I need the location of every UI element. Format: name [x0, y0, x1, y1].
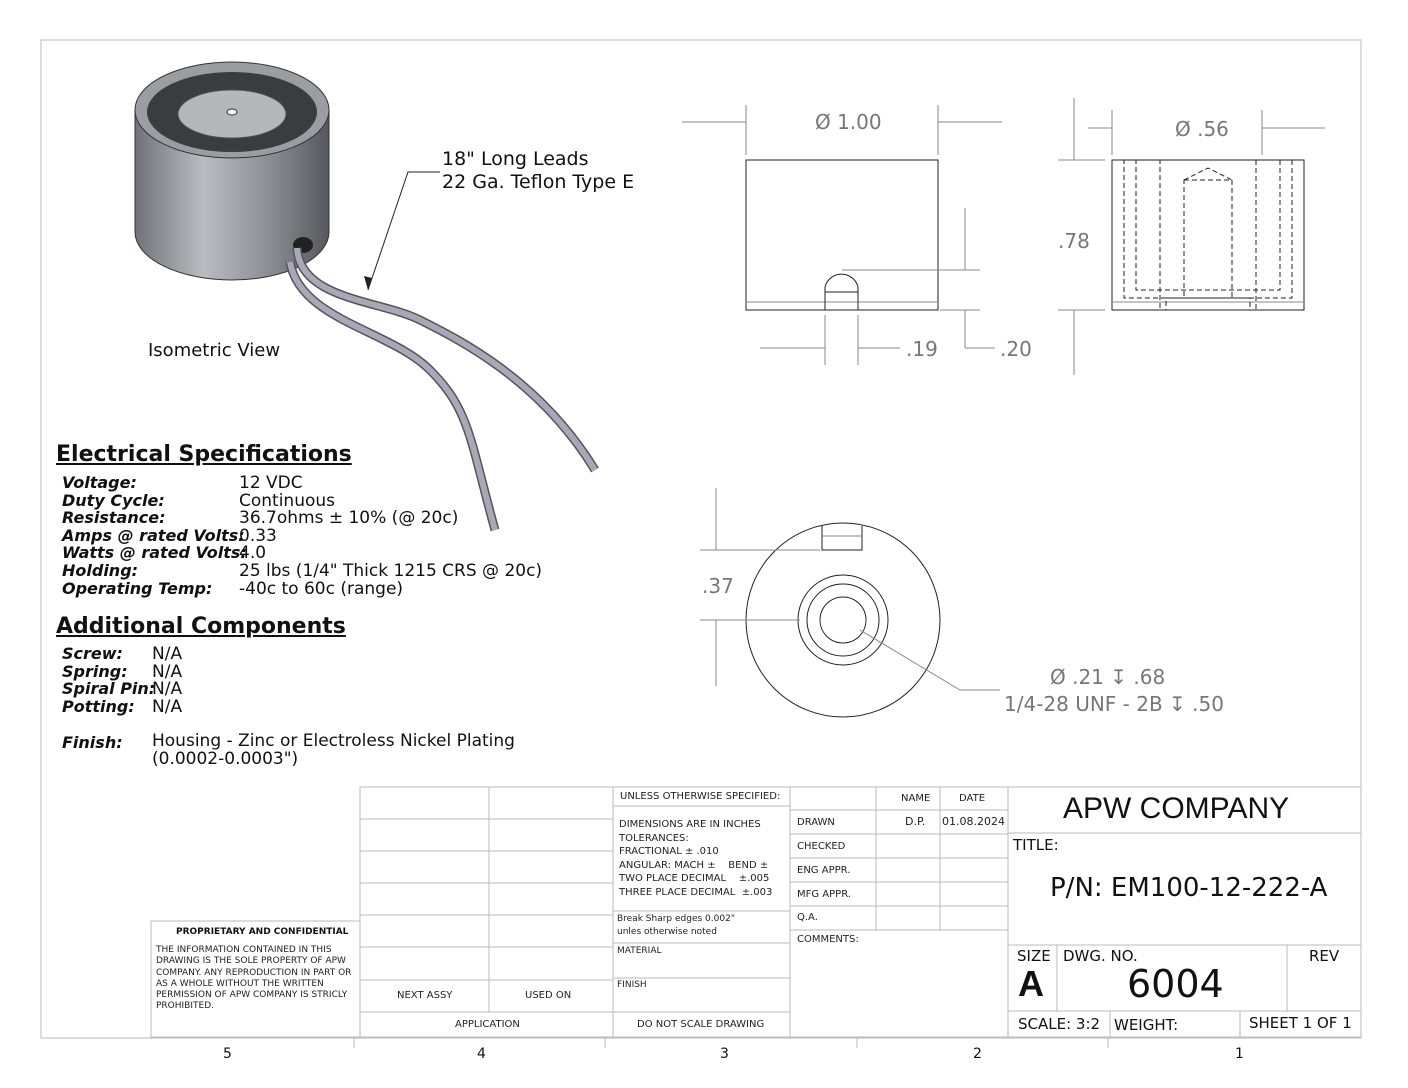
title-label: TITLE:	[1013, 836, 1059, 854]
drawn-name: D.P.	[905, 815, 926, 828]
proprietary-text: THE INFORMATION CONTAINED IN THIS DRAWIN…	[156, 945, 352, 1012]
zone-label: 4	[477, 1046, 486, 1062]
dim-height: .78	[1058, 229, 1090, 253]
part-number: P/N: EM100-12-222-A	[1050, 873, 1328, 903]
application-label: APPLICATION	[455, 1019, 520, 1030]
dim-slot-width: .19	[906, 337, 938, 361]
lead-note-line-2: 22 Ga. Teflon Type E	[442, 171, 635, 193]
spec-label: Duty Cycle:	[62, 490, 165, 510]
hole-note-2: 1/4-28 UNF - 2B ↧ .50	[1004, 692, 1224, 716]
lead-note-line-1: 18" Long Leads	[442, 148, 589, 170]
spec-label: Amps @ rated Volts:	[62, 525, 245, 545]
do-not-scale: DO NOT SCALE DRAWING	[637, 1019, 765, 1030]
size-label: SIZE	[1017, 947, 1051, 965]
material-label: MATERIAL	[617, 946, 662, 956]
dwg-no-value: 6004	[1127, 962, 1224, 1006]
tolerance-line: TOLERANCES:	[619, 832, 689, 844]
spec-value: 4.0	[239, 543, 267, 564]
side-view	[1111, 159, 1305, 311]
electrical-specs-heading: Electrical Specifications	[56, 442, 352, 467]
spec-label: Voltage:	[62, 473, 137, 492]
name-header: NAME	[901, 793, 931, 804]
drawn-label: DRAWN	[797, 817, 835, 828]
finish-label: Finish:	[62, 733, 123, 752]
zone-label: 1	[1235, 1046, 1244, 1062]
component-label: Screw:	[62, 644, 123, 663]
size-value: A	[1018, 963, 1044, 1004]
checked-label: CHECKED	[797, 841, 846, 852]
break-edges-2: unles otherwise noted	[617, 927, 717, 937]
zone-label: 2	[973, 1046, 982, 1062]
spec-value: 0.33	[239, 525, 277, 546]
date-header: DATE	[959, 793, 986, 804]
spec-value: 36.7ohms ± 10% (@ 20c)	[239, 508, 459, 529]
component-label: Spiral Pin:	[62, 679, 156, 699]
tolerance-line: THREE PLACE DECIMAL ±.003	[619, 886, 773, 898]
component-value: N/A	[152, 644, 183, 664]
isometric-view	[134, 61, 599, 532]
weight-label: WEIGHT:	[1114, 1016, 1179, 1034]
finish-value-2: (0.0002-0.0003")	[152, 749, 299, 769]
spec-value: -40c to 60c (range)	[239, 578, 404, 599]
additional-components-heading: Additional Components	[56, 614, 346, 639]
component-value: N/A	[152, 696, 183, 717]
component-value: N/A	[152, 679, 183, 700]
finish-field-label: FINISH	[617, 980, 647, 990]
eng-appr-label: ENG APPR.	[797, 865, 851, 876]
tolerance-line: TWO PLACE DECIMAL ±.005	[619, 873, 770, 884]
used-on-label: USED ON	[525, 990, 572, 1001]
spec-label: Watts @ rated Volts:	[62, 543, 247, 563]
spec-label: Operating Temp:	[62, 578, 213, 598]
sheet-border	[40, 39, 1362, 1039]
unless-specified: UNLESS OTHERWISE SPECIFIED:	[620, 791, 781, 802]
dim-outer-diameter: Ø 1.00	[815, 110, 882, 134]
spec-value: 12 VDC	[239, 473, 303, 493]
title-block-grid	[150, 786, 1362, 1038]
zone-label: 3	[720, 1046, 729, 1062]
company-name: APW COMPANY	[1063, 792, 1290, 825]
tolerance-line: FRACTIONAL ± .010	[619, 846, 719, 857]
spec-value: Continuous	[239, 490, 336, 511]
dim-inner-diameter: Ø .56	[1175, 117, 1229, 141]
drawn-date: 01.08.2024	[942, 815, 1005, 828]
qa-label: Q.A.	[797, 912, 818, 923]
finish-value-1: Housing - Zinc or Electroless Nickel Pla…	[152, 731, 515, 751]
tolerance-line: ANGULAR: MACH ± BEND ±	[619, 859, 769, 871]
mfg-appr-label: MFG APPR.	[797, 889, 851, 900]
hole-note-1: Ø .21 ↧ .68	[1050, 665, 1166, 689]
comments-label: COMMENTS:	[797, 934, 859, 945]
rev-label: REV	[1309, 947, 1340, 965]
component-label: Spring:	[62, 661, 128, 681]
zone-label: 5	[223, 1046, 232, 1062]
sheet-label: SHEET 1 OF 1	[1249, 1014, 1352, 1032]
front-view	[745, 159, 939, 311]
proprietary-title: PROPRIETARY AND CONFIDENTIAL	[176, 927, 349, 937]
spec-value: 25 lbs (1/4" Thick 1215 CRS @ 20c)	[239, 561, 543, 581]
isometric-view-label: Isometric View	[148, 340, 281, 361]
component-label: Potting:	[62, 696, 135, 716]
dwg-no-label: DWG. NO.	[1063, 947, 1138, 965]
next-assy-label: NEXT ASSY	[397, 990, 453, 1001]
break-edges-1: Break Sharp edges 0.002"	[617, 914, 735, 924]
spec-label: Holding:	[62, 561, 139, 580]
dim-slot-depth: .37	[702, 574, 734, 598]
spec-label: Resistance:	[62, 508, 166, 528]
scale-value: SCALE: 3:2	[1018, 1015, 1101, 1033]
dim-slot-height: .20	[1000, 337, 1032, 361]
tolerance-line: DIMENSIONS ARE IN INCHES	[619, 819, 761, 830]
component-value: N/A	[152, 661, 183, 682]
